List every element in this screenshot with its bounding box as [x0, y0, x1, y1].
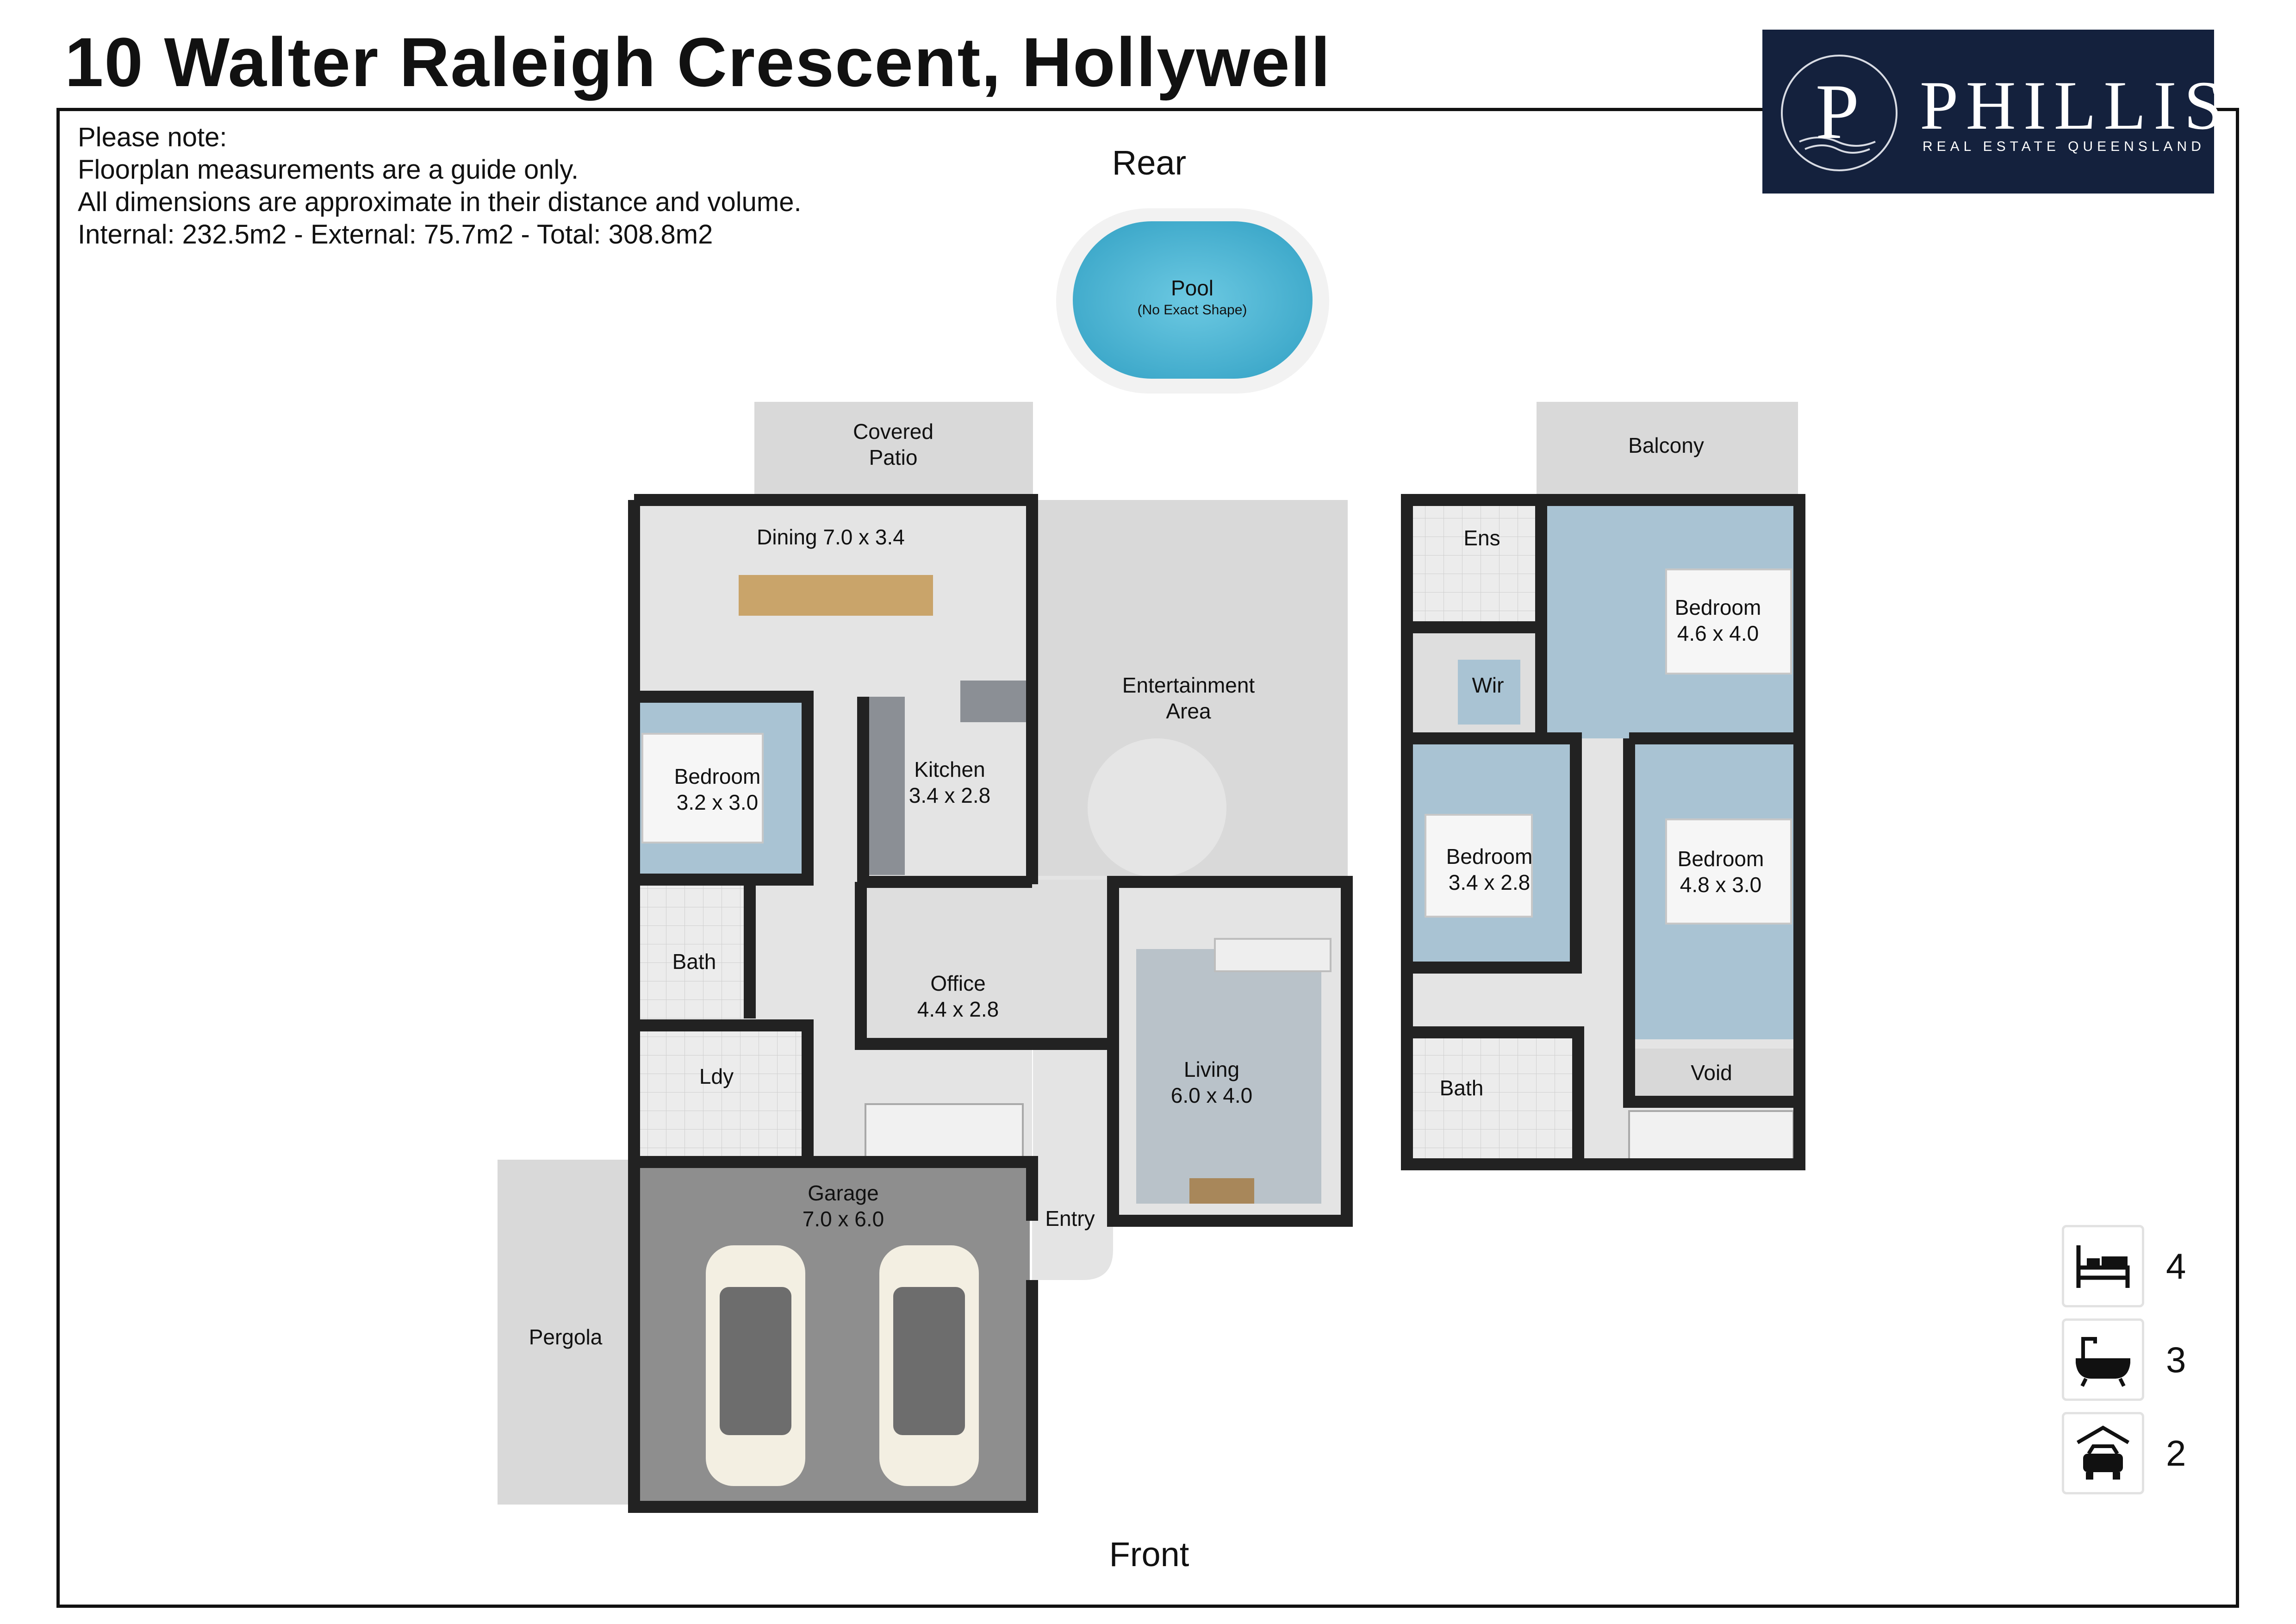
room-label-entertainment: Entertainment Area: [1122, 673, 1255, 723]
parking-badge: [2062, 1412, 2144, 1494]
pool: [1056, 208, 1329, 394]
room-label-void: Void: [1691, 1061, 1732, 1085]
room-label-office: Office 4.4 x 2.8: [917, 971, 999, 1021]
ground-floor: [628, 494, 1353, 1513]
room-label-entry: Entry: [1045, 1206, 1095, 1230]
sofa: [1214, 938, 1332, 972]
room-label-living: Living 6.0 x 4.0: [1170, 1057, 1253, 1107]
ensuite: [1412, 500, 1539, 625]
bathrooms-badge: [2062, 1318, 2144, 1401]
room-label-garage: Garage 7.0 x 6.0: [802, 1181, 884, 1231]
stairs: [1628, 1110, 1794, 1163]
room-label-balcony: Balcony: [1628, 433, 1704, 457]
room-label-laundry: Ldy: [699, 1064, 734, 1088]
bath-icon: [2076, 1337, 2130, 1387]
bath-ground: [634, 882, 750, 1021]
room-label-ensuite: Ens: [1463, 526, 1500, 550]
logo-tagline: REAL ESTATE QUEENSLAND: [1923, 139, 2205, 154]
kitchen-bench: [863, 697, 905, 875]
kitchen-island: [960, 681, 1027, 722]
laundry: [634, 1025, 805, 1157]
tv-unit: [1189, 1178, 1254, 1204]
living-rug: [1136, 949, 1321, 1204]
note-line: Floorplan measurements are a guide only.: [78, 155, 579, 185]
room-label-kitchen: Kitchen 3.4 x 2.8: [908, 757, 991, 807]
stairs: [865, 1103, 1024, 1161]
bathrooms-count: 3: [2166, 1339, 2186, 1380]
room-label-bedroom-upper-right: Bedroom 4.8 x 3.0: [1677, 847, 1764, 897]
outdoor-table: [1088, 738, 1226, 877]
pool-note: (No Exact Shape): [1137, 302, 1247, 318]
walls-ground: [628, 494, 1353, 1513]
front-label: Front: [1109, 1535, 1189, 1574]
bath-upper: [1409, 1035, 1578, 1164]
bedrooms-badge: [2062, 1225, 2144, 1307]
room-label-wir: Wir: [1472, 673, 1504, 697]
office: [861, 880, 1108, 1046]
note-line: All dimensions are approximate in their …: [78, 187, 802, 217]
rear-label: Rear: [1112, 144, 1187, 182]
room-label-dining: Dining 7.0 x 3.4: [757, 525, 905, 549]
parking-count: 2: [2166, 1433, 2186, 1474]
bed-icon: [2076, 1245, 2130, 1288]
room-label-bath-ground: Bath: [672, 949, 716, 974]
room-label-bath-upper: Bath: [1439, 1076, 1484, 1100]
note-heading: Please note:: [78, 122, 227, 152]
pergola: [498, 1160, 634, 1505]
bed-icon: [641, 733, 764, 843]
entry: [1032, 1220, 1113, 1280]
pool-label: Pool: [1170, 276, 1214, 300]
area-summary: Internal: 232.5m2 - External: 75.7m2 - T…: [78, 219, 713, 250]
void-room: [1631, 1049, 1798, 1097]
page-title: 10 Walter Raleigh Crescent, Hollywell: [65, 23, 1331, 101]
car-icon: [2076, 1425, 2130, 1480]
logo-circle: [1781, 55, 1898, 171]
measurement-notes: Please note: Floorplan measurements are …: [78, 121, 802, 251]
brand-logo: P PHILLIS REAL ESTATE QUEENSLAND: [1762, 30, 2222, 194]
plan-frame: [56, 108, 2239, 1608]
room-label-bedroom-master: Bedroom 4.6 x 4.0: [1674, 595, 1761, 645]
room-label-pergola: Pergola: [529, 1325, 603, 1349]
room-label-bedroom-upper-left: Bedroom 3.4 x 2.8: [1446, 844, 1533, 894]
bedrooms-count: 4: [2166, 1246, 2186, 1287]
logo-name: PHILLIS: [1920, 67, 2230, 144]
balcony: [1537, 402, 1798, 494]
room-label-bedroom-ground: Bedroom 3.2 x 3.0: [674, 764, 761, 814]
walls-upper: [1401, 494, 1805, 1170]
room-label-covered-patio: Covered Patio: [853, 419, 933, 469]
logo-letter: P: [1815, 68, 1860, 155]
upper-floor: [1401, 494, 1805, 1170]
dining-table: [739, 575, 933, 616]
wave-icon: [1799, 137, 1876, 154]
covered-patio: [754, 402, 1033, 496]
